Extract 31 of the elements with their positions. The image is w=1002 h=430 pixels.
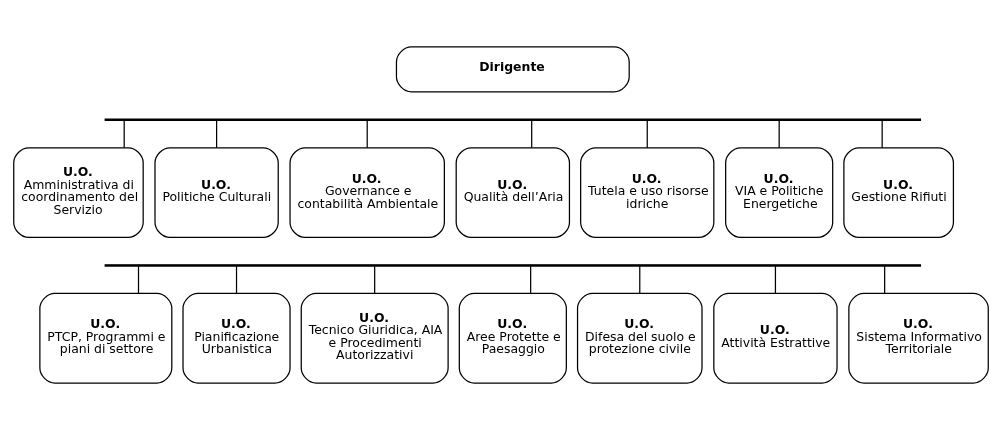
node-box: U.O. Amministrativa di coordinamento del Servizio xyxy=(13,147,144,238)
node-box: U.O. Sistema Informativo Territoriale xyxy=(848,292,989,384)
connector xyxy=(216,120,218,149)
connector xyxy=(774,265,777,294)
connector xyxy=(646,120,648,149)
connector xyxy=(123,120,125,149)
connector xyxy=(374,265,376,294)
connector xyxy=(531,120,533,149)
node-box: U.O. Pianificazione Urbanistica xyxy=(182,292,291,384)
node-box: U.O. PTCP, Programmi e piani di settore xyxy=(39,292,173,384)
node-box: Dirigente xyxy=(395,46,630,93)
node-box: U.O. Qualità dell’Aria xyxy=(455,147,571,238)
connector xyxy=(235,265,238,294)
connector xyxy=(530,265,532,294)
node-bar xyxy=(104,264,922,267)
connector xyxy=(778,120,780,149)
connector xyxy=(639,265,641,294)
connector xyxy=(884,265,886,294)
connector xyxy=(366,120,368,149)
node-box: U.O. Aree Protette e Paesaggio xyxy=(458,292,567,384)
node-box: U.O. Difesa del suolo e protezione civile xyxy=(576,292,703,384)
connector xyxy=(881,120,883,149)
node-box: U.O. Tecnico Giuridica, AIA e Procedimenti Autorizzativi xyxy=(300,292,449,384)
node-box: U.O. VIA e Politiche Energetiche xyxy=(725,147,834,238)
node-box: U.O. Governance e contabilità Ambientale xyxy=(289,147,445,238)
node-box: U.O. Politiche Culturali xyxy=(154,147,279,238)
node-bar xyxy=(104,118,922,122)
node-box: U.O. Tutela e uso risorse idriche xyxy=(580,147,715,238)
connector xyxy=(137,265,140,294)
node-box: U.O. Attività Estrattive xyxy=(713,292,838,384)
node-box: U.O. Gestione Rifiuti xyxy=(843,147,955,238)
